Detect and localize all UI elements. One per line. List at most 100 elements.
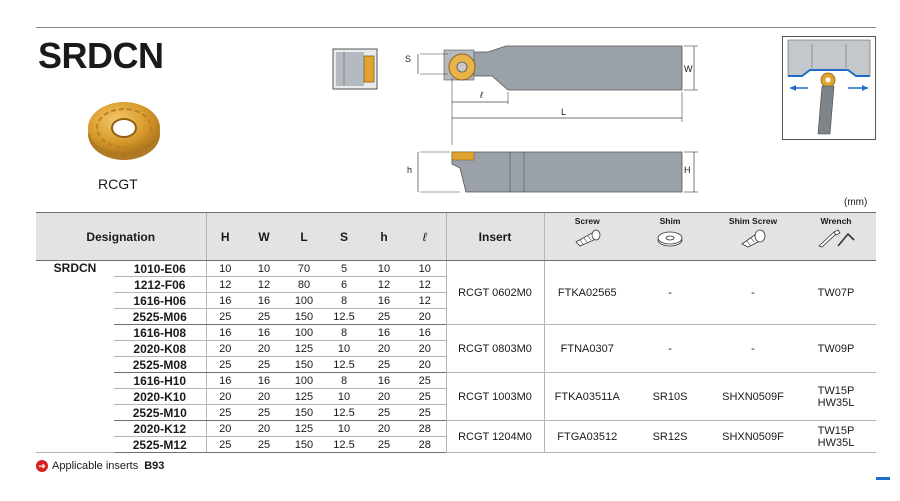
cell-w: 25 xyxy=(244,436,284,453)
col-ell: ℓ xyxy=(404,212,446,261)
col-shim: Shim xyxy=(630,212,710,261)
wrench-item: TW09P xyxy=(817,342,855,355)
cell-h-small: 10 xyxy=(364,260,404,277)
applicable-inserts-label: Applicable inserts xyxy=(52,460,139,472)
dim-label-ell: ℓ xyxy=(480,90,483,100)
cell-s: 12.5 xyxy=(324,404,364,421)
dim-label-h-large: H xyxy=(684,165,691,175)
cell-h-small: 25 xyxy=(364,356,404,373)
cell-ell: 28 xyxy=(404,420,446,437)
cell-s: 12.5 xyxy=(324,436,364,453)
table-row: 2525-M10 25 25 150 12.5 25 25 xyxy=(36,404,876,421)
screw-icon xyxy=(575,229,601,247)
cell-s: 8 xyxy=(324,292,364,309)
screw-cell: FTNA0307 xyxy=(543,324,630,373)
table-row: 2020-K12 20 20 125 10 20 28 RCGT 1204M0 … xyxy=(36,420,876,453)
cell-w: 12 xyxy=(244,276,284,293)
cell-w: 25 xyxy=(244,308,284,325)
cell-l: 150 xyxy=(284,404,324,421)
wrench-icon xyxy=(818,229,855,248)
table-row: 1616-H10 16 16 100 8 16 25 RCGT 1003M0 F… xyxy=(36,372,876,421)
cell-s: 10 xyxy=(324,340,364,357)
page-reference: B93 xyxy=(144,460,165,472)
shim-cell: - xyxy=(630,324,710,373)
cell-w: 16 xyxy=(244,372,284,389)
col-h-small: h xyxy=(364,212,404,261)
designation-cell: 2020-K08 xyxy=(114,340,206,357)
designation-cell: 1010-E06 xyxy=(114,260,206,277)
insert-cell: RCGT 1003M0 xyxy=(445,372,544,421)
col-w: W xyxy=(244,212,284,261)
cell-h-small: 20 xyxy=(364,388,404,405)
wrench-item: TW07P xyxy=(817,286,855,299)
cell-ell: 12 xyxy=(404,292,446,309)
col-insert: Insert xyxy=(445,212,544,261)
cell-w: 20 xyxy=(244,420,284,437)
shim-screw-cell: - xyxy=(710,324,796,373)
cell-h-small: 20 xyxy=(364,420,404,437)
cell-l: 125 xyxy=(284,388,324,405)
cell-s: 8 xyxy=(324,372,364,389)
units-label: (mm) xyxy=(844,197,868,208)
designation-cell: 1212-F06 xyxy=(114,276,206,293)
cell-l: 70 xyxy=(284,260,324,277)
cell-h-large: 25 xyxy=(205,436,244,453)
screw-cell: FTKA02565 xyxy=(543,260,630,325)
designation-cell: 2525-M10 xyxy=(114,404,206,421)
applicable-inserts-link[interactable]: ➜ Applicable inserts B93 xyxy=(36,460,164,472)
col-h-large: H xyxy=(205,212,244,261)
cell-h-small: 16 xyxy=(364,372,404,389)
shim-screw-cell: SHXN0509F xyxy=(710,420,796,453)
cell-w: 20 xyxy=(244,388,284,405)
cell-s: 6 xyxy=(324,276,364,293)
page-marker xyxy=(876,477,890,480)
wrench-cell: TW07P xyxy=(796,260,876,325)
cell-l: 150 xyxy=(284,356,324,373)
cell-ell: 25 xyxy=(404,372,446,389)
insert-shape-label: RCGT xyxy=(98,176,138,192)
dim-label-w: W xyxy=(684,64,693,74)
page-title: SRDCN xyxy=(38,35,164,76)
col-wrench-label: Wrench xyxy=(820,216,852,226)
cell-h-small: 25 xyxy=(364,404,404,421)
table-row: 1212-F06 12 12 80 6 12 12 xyxy=(36,276,876,293)
cell-ell: 10 xyxy=(404,260,446,277)
holder-technical-drawing xyxy=(417,45,698,193)
arrow-right-icon: ➜ xyxy=(36,460,48,472)
col-screw-label: Screw xyxy=(574,216,600,226)
cell-h-large: 20 xyxy=(205,340,244,357)
cell-s: 10 xyxy=(324,388,364,405)
cell-l: 125 xyxy=(284,420,324,437)
cell-h-small: 20 xyxy=(364,340,404,357)
top-divider xyxy=(36,27,876,28)
cell-s: 8 xyxy=(324,324,364,341)
cell-l: 125 xyxy=(284,340,324,357)
shim-icon xyxy=(657,231,683,247)
shim-screw-cell: - xyxy=(710,260,796,325)
dim-label-s: S xyxy=(405,54,412,64)
shim-cell: SR12S xyxy=(630,420,710,453)
designation-cell: 2525-M08 xyxy=(114,356,206,373)
cell-w: 16 xyxy=(244,292,284,309)
cell-s: 5 xyxy=(324,260,364,277)
cell-l: 150 xyxy=(284,436,324,453)
wrench-cell: TW09P xyxy=(796,324,876,373)
insert-cell: RCGT 0803M0 xyxy=(445,324,544,373)
wrench-item: TW15P xyxy=(817,424,855,437)
cell-h-small: 25 xyxy=(364,436,404,453)
cell-h-small: 12 xyxy=(364,276,404,293)
designation-cell: 1616-H08 xyxy=(114,324,206,341)
insert-image xyxy=(88,102,160,160)
col-l: L xyxy=(284,212,324,261)
cell-ell: 25 xyxy=(404,404,446,421)
cell-h-small: 16 xyxy=(364,292,404,309)
screw-cell: FTGA03512 xyxy=(543,420,630,453)
table-header-row: Designation H W L S h ℓ Insert Screw Shi… xyxy=(36,212,876,261)
wrench-item: HW35L xyxy=(817,396,855,409)
table-row: 2020-K10 20 20 125 10 20 25 xyxy=(36,388,876,405)
dim-label-l: L xyxy=(561,107,567,117)
designation-cell: 2525-M12 xyxy=(114,436,206,453)
cell-l: 100 xyxy=(284,372,324,389)
